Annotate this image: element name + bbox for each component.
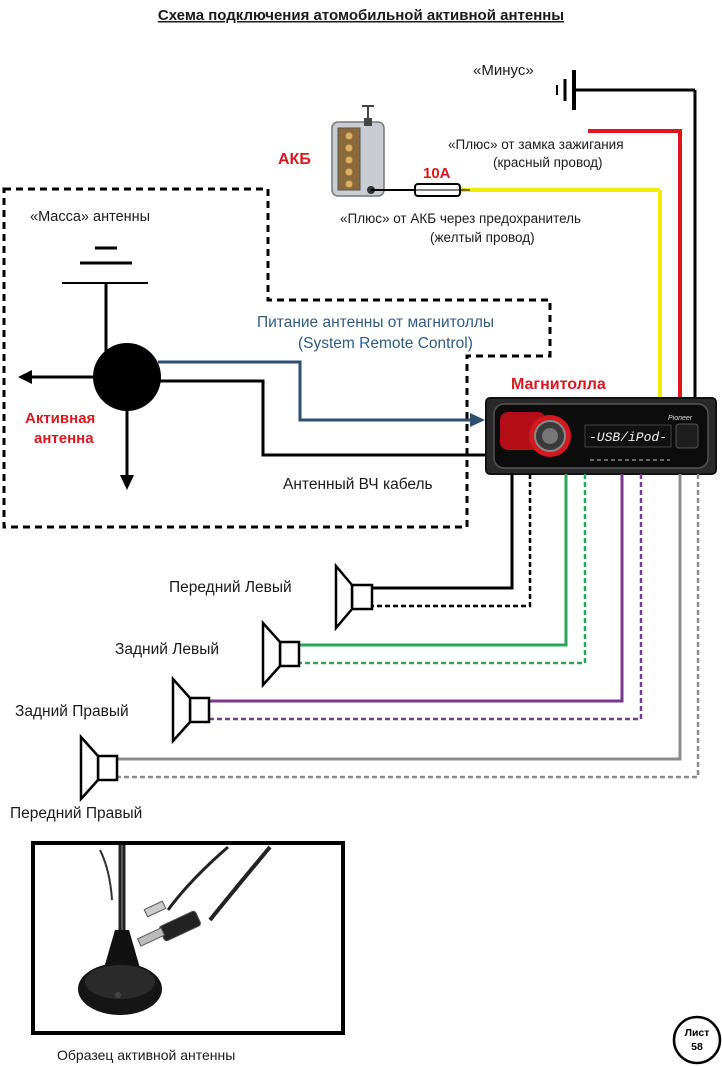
radio-display: -USB/iPod- — [589, 430, 667, 445]
radio-brand: Pioneer — [668, 415, 693, 422]
rf-cable-label: Антенный ВЧ кабель — [283, 476, 433, 493]
wire-rear-right-negative — [209, 474, 643, 721]
wire-rear-left-negative — [299, 474, 587, 665]
blue-wire-remote — [158, 360, 485, 427]
battery-icon — [331, 105, 385, 197]
antenna-sample-caption: Образец активной антенны — [57, 1047, 235, 1063]
speaker-rear-left-icon — [261, 619, 301, 689]
fuse-label: 10А — [423, 165, 451, 182]
speaker-front-right-label: Передний Правый — [10, 805, 142, 822]
sheet-number: 58 — [691, 1041, 703, 1053]
wire-front-right-negative — [117, 474, 700, 779]
antenna-ground-symbol — [62, 246, 148, 355]
minus-label: «Минус» — [473, 62, 534, 79]
active-antenna-symbol — [18, 343, 161, 490]
speaker-rear-left-label: Задний Левый — [115, 641, 219, 658]
sheet-badge — [672, 1015, 722, 1065]
speaker-front-right-icon — [79, 733, 119, 803]
rf-cable — [158, 379, 495, 457]
wire-front-left-positive — [372, 474, 514, 590]
wire-front-left-negative — [372, 474, 532, 608]
antenna-ground-label: «Масса» антенны — [30, 209, 150, 225]
active-antenna-label-line2: антенна — [34, 430, 94, 447]
fuse-icon — [405, 183, 470, 197]
battery-plus-label-line2: (желтый провод) — [430, 230, 535, 245]
antenna-sample-photo — [31, 841, 345, 1035]
wire-rear-right-positive — [209, 474, 624, 703]
antenna-power-label-line2: (System Remote Control) — [298, 335, 473, 352]
active-antenna-label-line1: Активная — [25, 410, 95, 427]
head-unit-label: Магнитолла — [511, 376, 606, 393]
red-wire-ignition — [588, 129, 682, 398]
ignition-label-line2: (красный провод) — [493, 155, 603, 170]
wire-rear-left-positive — [299, 474, 568, 647]
speaker-front-left-icon — [334, 562, 374, 632]
speaker-front-left-label: Передний Левый — [169, 579, 292, 596]
head-unit-radio — [485, 397, 717, 475]
ignition-label-line1: «Плюс» от замка зажигания — [448, 137, 624, 152]
sheet-label: Лист — [685, 1027, 710, 1039]
battery-label: АКБ — [278, 151, 311, 168]
antenna-power-label-line1: Питание антенны от магнитоллы — [257, 314, 494, 331]
diagram-title: Схема подключения атомобильной активной … — [158, 7, 564, 24]
speaker-rear-right-label: Задний Правый — [15, 703, 129, 720]
battery-plus-label-line1: «Плюс» от АКБ через предохранитель — [340, 211, 581, 226]
speaker-rear-right-icon — [171, 675, 211, 745]
antenna-zone-outline — [2, 187, 552, 529]
ground-symbol-minus — [556, 70, 697, 398]
wire-front-right-positive — [117, 474, 682, 761]
